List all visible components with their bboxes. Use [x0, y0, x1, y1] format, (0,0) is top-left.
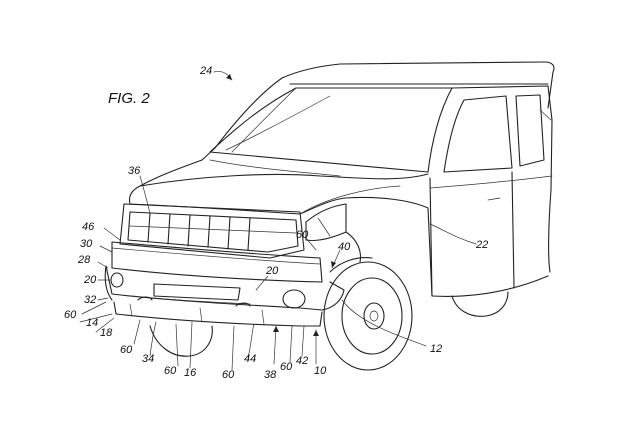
ref-24: 24 — [199, 65, 212, 77]
truck-cab — [201, 61, 555, 297]
ref-10: 10 — [314, 365, 327, 377]
ref-18: 18 — [100, 327, 113, 339]
ref-60-upper-right: 60 — [296, 229, 309, 241]
ref-60-mid-left: 60 — [164, 365, 177, 377]
ref-28: 28 — [77, 254, 91, 266]
ref-20-left: 20 — [83, 274, 97, 286]
ref-60-mid: 60 — [222, 369, 235, 381]
ref-14: 14 — [86, 317, 98, 329]
ref-16: 16 — [184, 367, 197, 379]
ref-60-left: 60 — [64, 309, 77, 321]
ref-44: 44 — [244, 353, 256, 365]
rear-wheel — [451, 291, 509, 317]
ref-36: 36 — [128, 165, 141, 177]
ref-42: 42 — [296, 355, 308, 367]
ref-38: 38 — [264, 369, 277, 381]
ref-22: 22 — [475, 239, 488, 251]
front-left-wheel — [149, 325, 213, 357]
ref-60-mid-right: 60 — [280, 361, 293, 373]
ref-20-center: 20 — [265, 265, 279, 277]
front-right-wheel — [323, 257, 413, 371]
truck-fender — [305, 196, 433, 297]
ref-32: 32 — [84, 294, 96, 306]
reference-numerals: 24 36 46 30 28 20 32 60 14 18 60 34 60 1… — [64, 65, 488, 381]
figure-title: FIG. 2 — [108, 90, 150, 107]
leader-lines — [79, 71, 477, 371]
front-bumper-assembly — [104, 241, 345, 327]
ref-40: 40 — [338, 241, 351, 253]
ref-12: 12 — [430, 343, 442, 355]
ref-60-lower-left: 60 — [120, 344, 133, 356]
ref-30: 30 — [80, 238, 93, 250]
truck-grille — [119, 203, 305, 259]
ref-46: 46 — [82, 221, 95, 233]
ref-34: 34 — [142, 353, 154, 365]
